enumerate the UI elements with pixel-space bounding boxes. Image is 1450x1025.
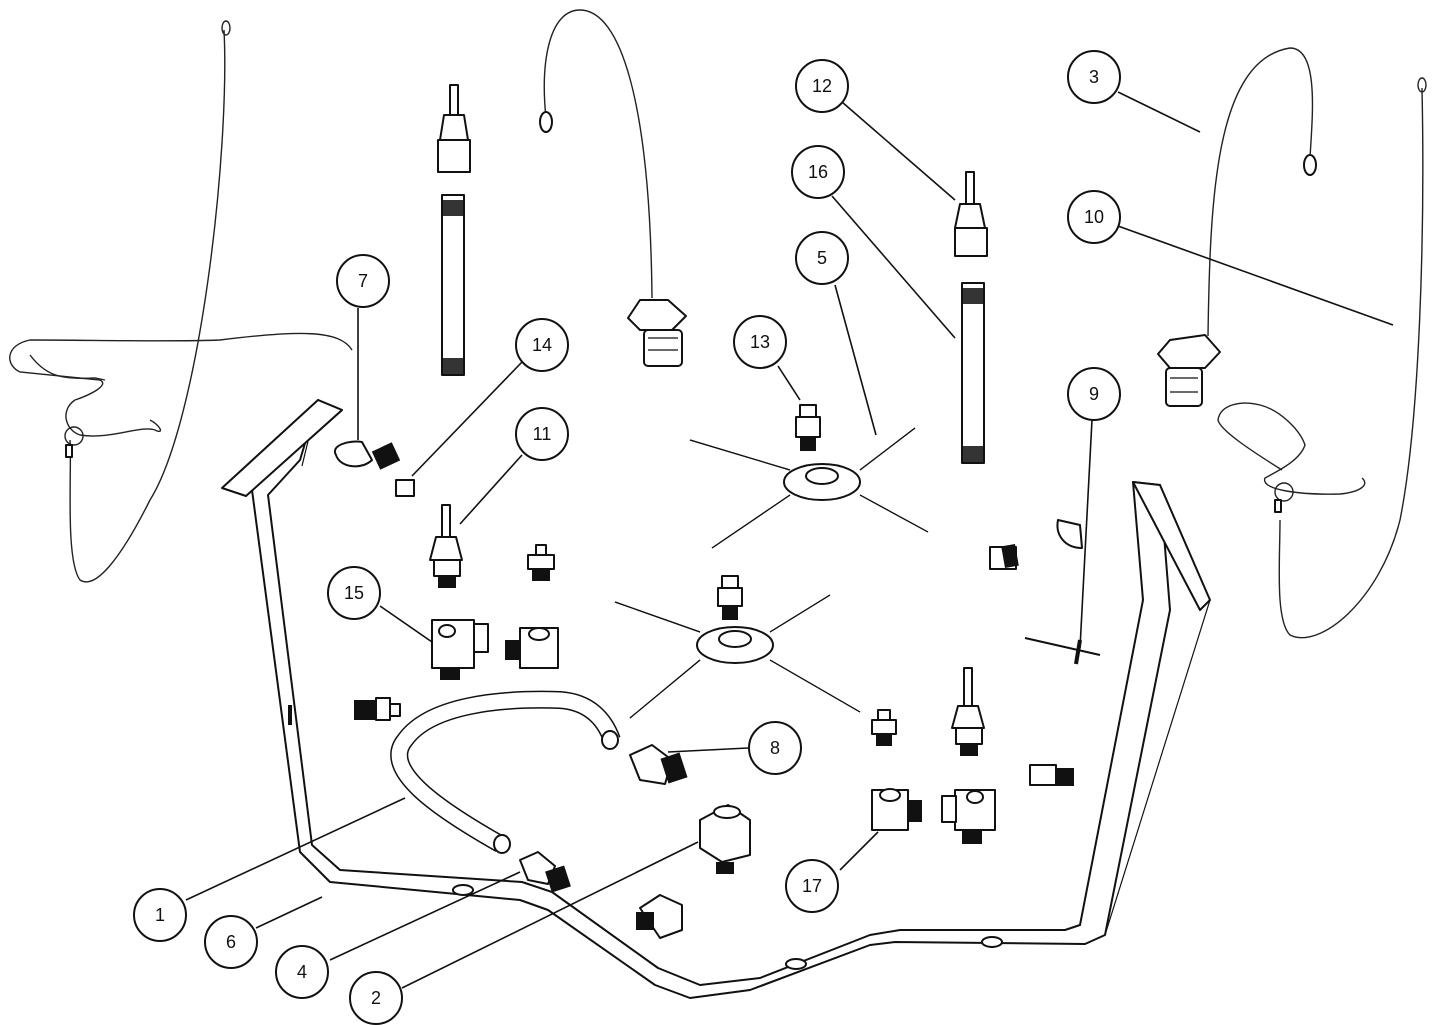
- callout-balloon-6: 6: [204, 915, 258, 969]
- right-cable-valve: [1157, 47, 1317, 407]
- lower-spreader: [614, 594, 861, 719]
- callout-balloon-3: 3: [1067, 50, 1121, 104]
- svg-text:3: 3: [1089, 67, 1099, 87]
- left-standpipe: [437, 84, 471, 376]
- svg-text:1: 1: [155, 905, 165, 925]
- right-hook-cable: [1217, 77, 1427, 639]
- svg-text:4: 4: [297, 962, 307, 982]
- bent-tube: [390, 690, 621, 854]
- svg-text:14: 14: [532, 335, 552, 355]
- svg-text:15: 15: [344, 583, 364, 603]
- fittings: [333, 404, 1101, 939]
- svg-text:2: 2: [371, 988, 381, 1008]
- callout-balloon-9: 9: [1067, 367, 1121, 421]
- svg-text:17: 17: [802, 876, 822, 896]
- callout-balloon-8: 8: [748, 721, 802, 775]
- callout-balloon-16: 16: [791, 145, 845, 199]
- svg-text:8: 8: [770, 738, 780, 758]
- svg-text:6: 6: [226, 932, 236, 952]
- callout-balloon-2: 2: [349, 971, 403, 1025]
- svg-text:16: 16: [808, 162, 828, 182]
- callout-balloon-14: 14: [515, 318, 569, 372]
- leader-lines: [185, 91, 1394, 989]
- svg-text:9: 9: [1089, 384, 1099, 404]
- upper-spreader: [689, 427, 929, 549]
- callout-balloon-11: 11: [515, 407, 569, 461]
- callout-balloon-1: 1: [133, 888, 187, 942]
- callout-balloon-5: 5: [795, 231, 849, 285]
- svg-text:7: 7: [358, 271, 368, 291]
- callout-balloon-12: 12: [795, 59, 849, 113]
- svg-text:11: 11: [533, 424, 552, 444]
- svg-text:10: 10: [1084, 207, 1104, 227]
- right-standpipe: [954, 171, 988, 464]
- callout-balloon-13: 13: [733, 315, 787, 369]
- svg-text:12: 12: [812, 76, 832, 96]
- center-cable-valve: [539, 9, 687, 367]
- left-hook-cable: [9, 20, 353, 583]
- callout-balloon-10: 10: [1067, 190, 1121, 244]
- callout-balloon-4: 4: [275, 945, 329, 999]
- svg-text:5: 5: [817, 248, 827, 268]
- frame-tube: [221, 399, 1211, 999]
- callout-balloon-7: 7: [336, 254, 390, 308]
- callout-balloon-17: 17: [785, 859, 839, 913]
- svg-text:13: 13: [750, 332, 770, 352]
- callout-balloon-15: 15: [327, 566, 381, 620]
